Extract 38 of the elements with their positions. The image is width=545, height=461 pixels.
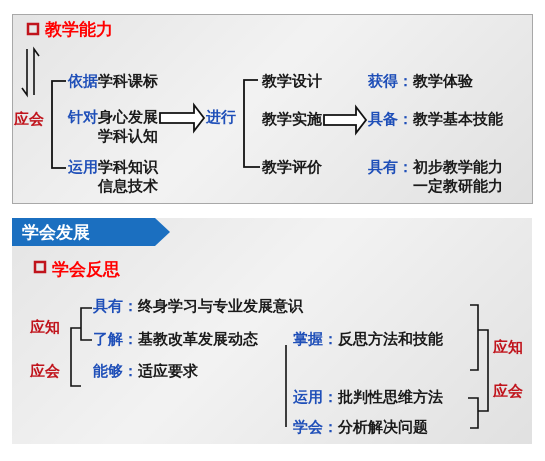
item-text: 分析解决问题 <box>338 418 428 436</box>
keyword-label: 掌握： <box>293 330 338 348</box>
block-arrow <box>323 104 368 136</box>
item-text: 应会 <box>30 362 60 380</box>
item-text: 教学基本技能 <box>413 110 503 128</box>
item-text: 应会 <box>493 382 523 400</box>
item-text: 教学体验 <box>413 72 473 90</box>
section-heading: 学会反思 <box>52 259 120 281</box>
item-text: 适应要求 <box>138 362 198 380</box>
section-heading: 教学能力 <box>45 19 113 41</box>
keyword-label: 针对 <box>68 108 98 126</box>
keyword-label: 具有： <box>368 158 413 176</box>
item-text: 进行 <box>206 108 236 126</box>
keyword-label: 具有： <box>93 297 138 315</box>
item-text: 学科知识信息技术 <box>98 158 158 196</box>
block-arrow <box>159 102 206 134</box>
item-text: 反思方法和技能 <box>338 330 443 348</box>
item-text: 批判性思维方法 <box>338 388 443 406</box>
item-text: 教学评价 <box>262 158 322 176</box>
keyword-label: 了解： <box>93 330 138 348</box>
keyword-label: 运用 <box>68 158 98 176</box>
keyword-label: 运用： <box>293 388 338 406</box>
keyword-label: 依据 <box>68 72 98 90</box>
item-text: 应会 <box>14 110 44 128</box>
keyword-label: 具备： <box>368 110 413 128</box>
item-text: 终身学习与专业发展意识 <box>138 297 303 315</box>
banner-title: 学会发展 <box>22 222 90 244</box>
item-text: 基教改革发展动态 <box>138 330 258 348</box>
item-text: 应知 <box>493 338 523 356</box>
item-text: 身心发展学科认知 <box>98 108 158 146</box>
keyword-label: 获得： <box>368 72 413 90</box>
item-text: 学科课标 <box>98 72 158 90</box>
keyword-label: 学会： <box>293 418 338 436</box>
item-text: 应知 <box>30 318 60 336</box>
keyword-label: 能够： <box>93 362 138 380</box>
item-text: 教学设计 <box>262 72 322 90</box>
item-text: 初步教学能力一定教研能力 <box>413 158 503 196</box>
item-text: 教学实施 <box>262 110 322 128</box>
